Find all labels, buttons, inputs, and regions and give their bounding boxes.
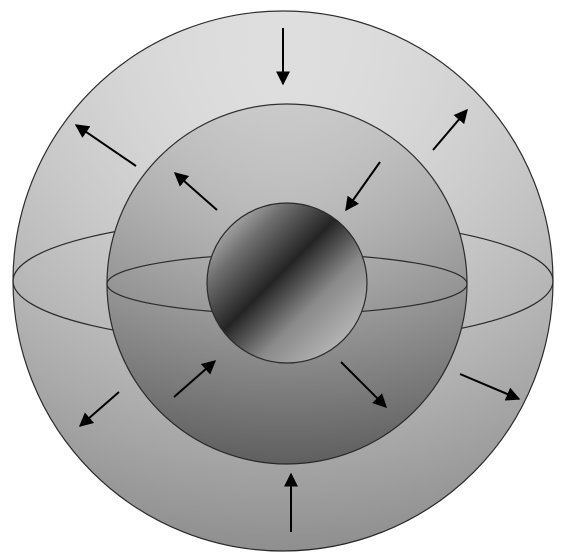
inner-core-sphere [207,203,367,363]
inner-core [207,203,367,363]
